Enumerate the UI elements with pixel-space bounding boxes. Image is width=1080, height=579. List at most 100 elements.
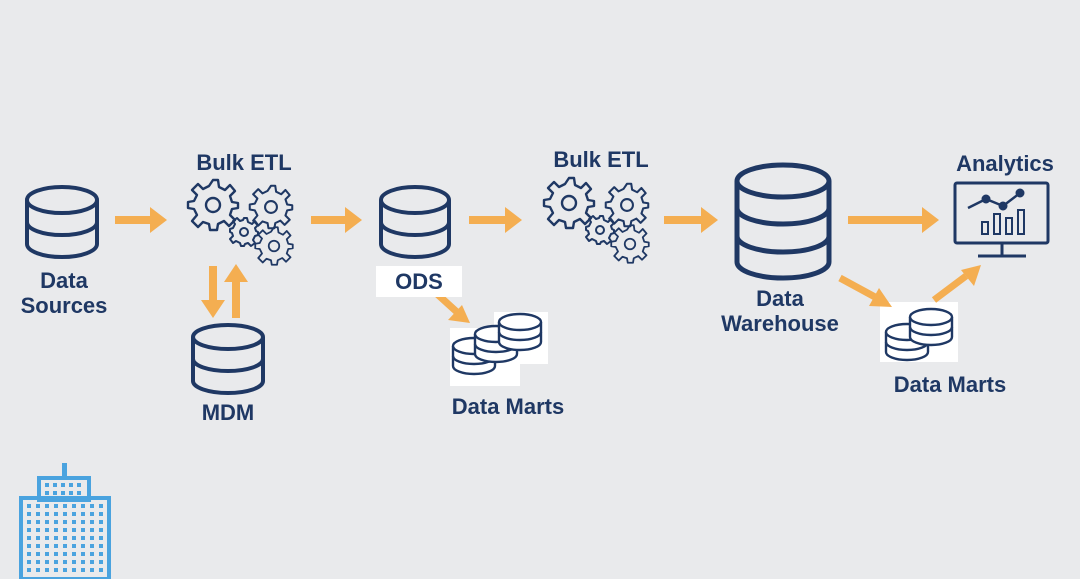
building-window	[63, 536, 67, 540]
building-window	[72, 536, 76, 540]
building-window	[36, 504, 40, 508]
building-window	[27, 520, 31, 524]
data-warehouse-label: Data Warehouse	[700, 286, 860, 336]
building-window	[69, 483, 73, 487]
building-window	[36, 520, 40, 524]
building-window	[63, 520, 67, 524]
data-warehouse-label-line2: Warehouse	[721, 311, 839, 336]
building-window	[54, 528, 58, 532]
building-window	[54, 552, 58, 556]
arrow-mdm-up-to-etl	[224, 264, 248, 318]
building-window	[99, 512, 103, 516]
building-window	[81, 568, 85, 572]
building-window	[77, 483, 81, 487]
building-window	[99, 544, 103, 548]
data-marts-1-label: Data Marts	[451, 394, 565, 419]
building-window	[63, 512, 67, 516]
arrow-etl-to-ods	[311, 207, 362, 233]
building-window	[69, 491, 73, 495]
building-window	[99, 568, 103, 572]
building-window	[36, 528, 40, 532]
building-window	[45, 560, 49, 564]
building-window	[81, 528, 85, 532]
building-window	[27, 568, 31, 572]
building-window	[77, 491, 81, 495]
building-window	[45, 504, 49, 508]
building-window	[81, 552, 85, 556]
building-window	[45, 491, 49, 495]
bulk-etl-1-label: Bulk ETL	[196, 150, 292, 175]
building-window	[36, 544, 40, 548]
building-window	[63, 568, 67, 572]
building-window	[54, 560, 58, 564]
building-window	[27, 544, 31, 548]
bulk-etl-2-label: Bulk ETL	[553, 147, 649, 172]
building-window	[27, 512, 31, 516]
building-window	[36, 536, 40, 540]
mdm-label: MDM	[201, 400, 255, 425]
building-window	[81, 536, 85, 540]
building-window	[45, 536, 49, 540]
building-window	[72, 520, 76, 524]
building-window	[27, 504, 31, 508]
building-window	[81, 504, 85, 508]
building-window	[90, 560, 94, 564]
building-window	[53, 491, 57, 495]
data-warehouse-database-icon	[734, 162, 832, 281]
building-window	[54, 544, 58, 548]
building-window	[72, 568, 76, 572]
building-window	[90, 528, 94, 532]
building-window	[45, 544, 49, 548]
building-window	[99, 504, 103, 508]
building-window	[36, 568, 40, 572]
analytics-monitor-icon	[953, 181, 1050, 258]
building-window	[45, 483, 49, 487]
building-window	[27, 528, 31, 532]
building-window	[90, 512, 94, 516]
building-window	[81, 520, 85, 524]
arrow-data-marts-to-analytics	[931, 273, 969, 303]
building-window	[45, 512, 49, 516]
data-sources-database-icon	[25, 185, 99, 259]
building-window	[72, 528, 76, 532]
building-window	[81, 512, 85, 516]
data-sources-label: Data Sources	[12, 268, 116, 318]
building-window	[63, 504, 67, 508]
building-window	[90, 520, 94, 524]
bulk-etl-2-gears-icon	[542, 176, 650, 264]
building-window	[90, 552, 94, 556]
building-window	[99, 560, 103, 564]
building-window	[27, 536, 31, 540]
building-window	[90, 504, 94, 508]
building-window	[72, 544, 76, 548]
arrow-etl-to-warehouse	[664, 207, 718, 233]
building-window	[61, 491, 65, 495]
building-window	[72, 552, 76, 556]
building-window	[36, 560, 40, 564]
building-window	[90, 568, 94, 572]
building-window	[36, 552, 40, 556]
data-sources-label-line1: Data	[40, 268, 88, 293]
building-window	[54, 520, 58, 524]
arrow-etl-down-to-mdm	[201, 266, 225, 318]
building-window	[45, 552, 49, 556]
building-window	[45, 568, 49, 572]
building-window	[54, 504, 58, 508]
ods-label: ODS	[376, 266, 462, 297]
building-window	[99, 528, 103, 532]
building-window	[99, 552, 103, 556]
building-window	[54, 568, 58, 572]
building-window	[99, 520, 103, 524]
building-window	[72, 512, 76, 516]
ods-database-icon	[379, 185, 451, 259]
building-window	[90, 544, 94, 548]
building-window	[63, 552, 67, 556]
data-marts-2-database-stack-icon	[880, 302, 958, 362]
arrow-warehouse-to-data-marts	[838, 274, 877, 301]
building-window	[54, 536, 58, 540]
data-sources-label-line2: Sources	[20, 293, 108, 318]
building-window	[27, 552, 31, 556]
building-window	[90, 536, 94, 540]
building-icon	[19, 463, 111, 579]
